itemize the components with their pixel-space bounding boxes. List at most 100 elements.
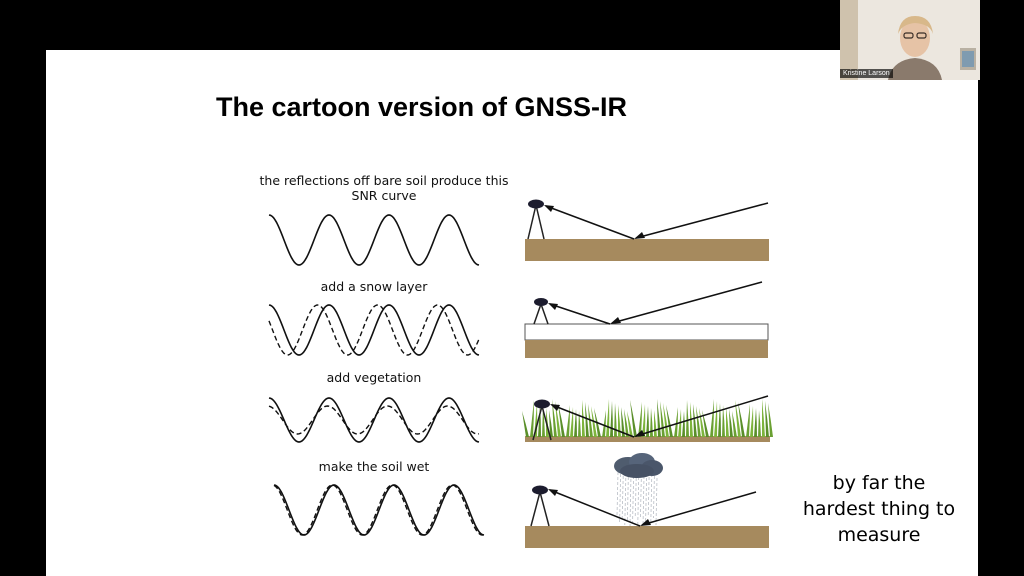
grass-blade bbox=[627, 411, 633, 437]
reflected-signal-arrow bbox=[549, 303, 611, 325]
grass-blade bbox=[621, 407, 625, 437]
grass-blade bbox=[606, 399, 610, 437]
incoming-signal-arrow bbox=[635, 202, 769, 239]
vegetation-layer bbox=[522, 399, 773, 437]
soil-layer bbox=[525, 340, 768, 358]
grass-blade bbox=[646, 406, 649, 437]
rain-streak bbox=[642, 475, 645, 527]
incoming-signal-arrow bbox=[641, 491, 757, 526]
grass-blade bbox=[638, 402, 642, 437]
grass-blade bbox=[650, 408, 653, 437]
rain-streak bbox=[627, 471, 629, 521]
grass-blade bbox=[696, 406, 701, 437]
snr-curve-snow bbox=[268, 304, 480, 356]
snow-layer bbox=[524, 323, 769, 341]
rain-streak bbox=[637, 471, 640, 525]
grass-blade bbox=[654, 410, 657, 437]
grass-blade bbox=[768, 403, 773, 437]
snr-curve-vegetation bbox=[268, 397, 480, 443]
diagram-bare-soil bbox=[525, 199, 769, 261]
grass-blade bbox=[582, 400, 585, 437]
grass-blade bbox=[765, 401, 769, 437]
grass-blade bbox=[732, 411, 737, 437]
rain-streak bbox=[619, 473, 621, 524]
grass-blade bbox=[729, 409, 733, 437]
diagram-wet-soil bbox=[525, 453, 769, 548]
incoming-signal-arrow bbox=[635, 395, 769, 437]
grass-blade bbox=[578, 411, 581, 437]
reflected-signal-arrow bbox=[551, 404, 635, 438]
soil-layer bbox=[525, 526, 769, 548]
grass-blade bbox=[663, 403, 669, 437]
rain-cloud-icon bbox=[614, 453, 663, 528]
grass-blade bbox=[552, 399, 557, 437]
caption-bare-soil: the reflections off bare soil produce th… bbox=[254, 173, 514, 203]
soil-layer bbox=[525, 436, 770, 442]
grass-blade bbox=[618, 405, 621, 437]
grass-blade bbox=[522, 411, 529, 437]
reflected-signal-arrow bbox=[545, 205, 635, 240]
grass-blade bbox=[642, 404, 646, 437]
grass-blade bbox=[718, 403, 721, 437]
rain-streak bbox=[634, 477, 637, 518]
grass-blade bbox=[602, 410, 606, 437]
rain-streaks bbox=[616, 471, 658, 528]
grass-blade bbox=[657, 399, 661, 437]
grass-blade bbox=[674, 407, 678, 437]
slide-title: The cartoon version of GNSS-IR bbox=[216, 92, 628, 122]
participant-video-tile[interactable]: Kristine Larson bbox=[840, 0, 980, 80]
side-note: by far the hardest thing to measure bbox=[784, 470, 974, 548]
grass-blade bbox=[754, 408, 757, 437]
diagram-vegetation bbox=[522, 395, 773, 442]
incoming-signal-arrow bbox=[611, 281, 763, 324]
diagram-snow bbox=[524, 281, 769, 358]
rain-streak bbox=[632, 475, 634, 523]
caption-snow: add a snow layer bbox=[320, 279, 428, 294]
antenna-icon bbox=[527, 199, 545, 240]
grass-blade bbox=[630, 400, 637, 437]
grass-blade bbox=[666, 405, 673, 437]
grass-blade bbox=[570, 407, 574, 437]
rain-streak bbox=[640, 473, 642, 520]
antenna-icon bbox=[532, 399, 552, 441]
grass-blade bbox=[693, 404, 697, 437]
rain-streak bbox=[647, 471, 650, 517]
presentation-slide: The cartoon version of GNSS-IR the refle… bbox=[46, 50, 978, 576]
grass-blade bbox=[682, 411, 685, 437]
side-note-line2: hardest thing to bbox=[802, 498, 956, 520]
rain-streak bbox=[621, 475, 624, 519]
rain-streak bbox=[624, 477, 627, 526]
rain-streak bbox=[650, 473, 653, 524]
antenna-icon bbox=[530, 485, 550, 527]
grass-blade bbox=[726, 407, 729, 437]
rain-streak bbox=[653, 475, 655, 519]
rain-streak bbox=[616, 471, 619, 517]
grass-blade bbox=[722, 405, 725, 437]
grass-blade bbox=[758, 410, 761, 437]
grass-blade bbox=[710, 399, 714, 437]
grass-blade bbox=[530, 400, 534, 437]
grass-blade bbox=[585, 402, 589, 437]
grass-blade bbox=[746, 404, 750, 437]
reflected-signal-arrow bbox=[549, 489, 641, 527]
grass-blade bbox=[610, 401, 613, 437]
grass-blade bbox=[660, 401, 665, 437]
grass-blade bbox=[738, 402, 745, 437]
grass-blade bbox=[699, 408, 705, 437]
caption-wet-soil: make the soil wet bbox=[318, 459, 430, 474]
rain-streak bbox=[629, 473, 632, 528]
grass-blade bbox=[714, 401, 718, 437]
soil-layer bbox=[525, 239, 769, 261]
grass-blade bbox=[624, 409, 629, 437]
caption-vegetation: add vegetation bbox=[326, 370, 422, 385]
grass-blade bbox=[735, 400, 741, 437]
rain-streak bbox=[645, 477, 647, 522]
side-note-line3: measure bbox=[837, 524, 921, 546]
caption-bare-soil-line2: SNR curve bbox=[351, 188, 417, 203]
grass-blade bbox=[614, 403, 617, 437]
grass-blade bbox=[566, 405, 570, 437]
participant-video-image bbox=[840, 0, 980, 80]
grass-blade bbox=[686, 400, 689, 437]
side-note-line1: by far the bbox=[832, 472, 926, 494]
participant-name-label: Kristine Larson bbox=[840, 69, 893, 78]
